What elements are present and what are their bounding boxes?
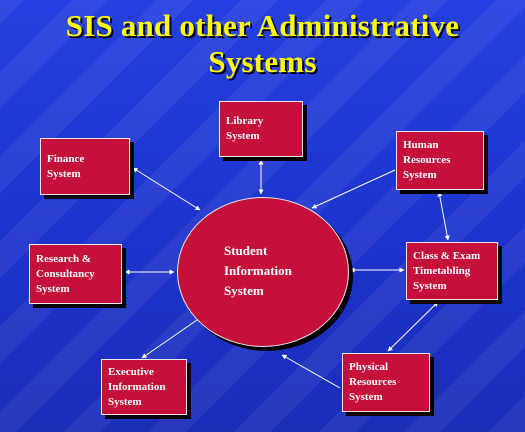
- link-physical-hub: [281, 354, 341, 389]
- title-line-1: SIS and other Administrative: [65, 8, 460, 43]
- link-timetabling-physical: [387, 301, 439, 352]
- physical-resources-system-node: Physical Resources System: [342, 353, 430, 412]
- link-finance-hub: [132, 167, 201, 211]
- timetabling-system-node: Class & Exam Timetabling System: [406, 242, 498, 300]
- library-system-node: Library System: [219, 101, 303, 157]
- physical-resources-system-label: Physical Resources System: [349, 361, 397, 403]
- finance-system-node: Finance System: [40, 138, 130, 195]
- research-consultancy-system-label: Research & Consultancy System: [36, 252, 95, 295]
- student-information-system-node: Student Information System: [177, 197, 349, 347]
- executive-information-system-label: Executive Information System: [108, 365, 166, 408]
- hub-label: Student Information System: [224, 243, 292, 298]
- human-resources-system-node: Human Resources System: [396, 131, 484, 190]
- title-line-2: Systems: [208, 44, 317, 79]
- finance-system-label: Finance System: [47, 152, 85, 180]
- link-hub-executive: [141, 319, 198, 359]
- link-hr-timetabling: [437, 191, 450, 241]
- slide-title: SIS and other Administrative Systems: [0, 8, 525, 80]
- human-resources-system-label: Human Resources System: [403, 139, 451, 181]
- link-hr-hub: [311, 169, 396, 209]
- timetabling-system-label: Class & Exam Timetabling System: [413, 249, 481, 292]
- research-consultancy-system-node: Research & Consultancy System: [29, 244, 122, 304]
- executive-information-system-node: Executive Information System: [101, 359, 187, 415]
- library-system-label: Library System: [226, 115, 264, 142]
